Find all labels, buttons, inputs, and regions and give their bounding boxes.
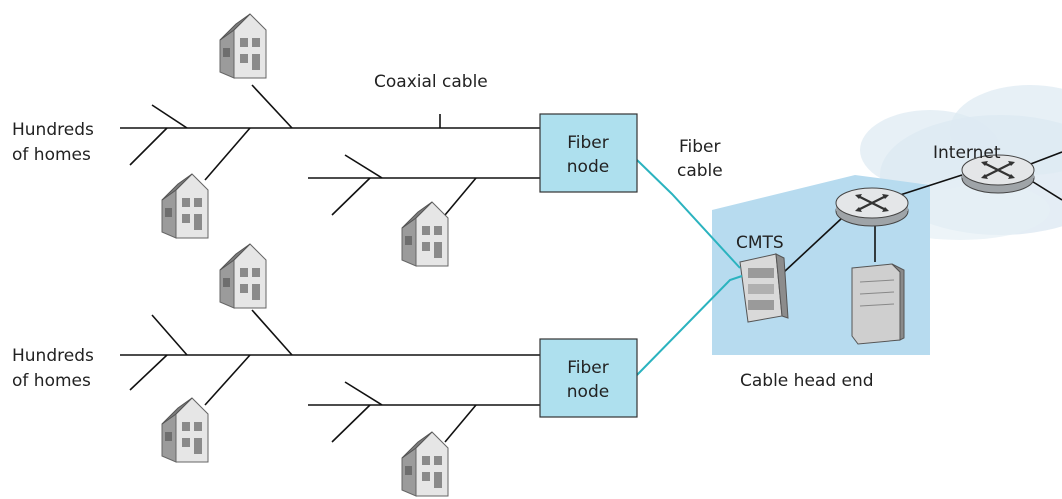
fiber-cable-label-line1: Fiber bbox=[679, 137, 721, 157]
coax-tree-upper bbox=[120, 84, 540, 216]
coax-tree-lower bbox=[120, 309, 540, 443]
internet-label: Internet bbox=[933, 143, 1001, 163]
fiber-cable-label-line2: cable bbox=[677, 161, 723, 181]
home-group-label-line1: Hundreds bbox=[12, 346, 94, 366]
fiber-node-lower: Fiber node bbox=[539, 338, 638, 418]
house-icon bbox=[401, 201, 449, 267]
server-icon bbox=[851, 263, 905, 345]
cmts-label: CMTS bbox=[736, 233, 784, 253]
house-icon bbox=[219, 13, 267, 79]
home-group-label-line1: Hundreds bbox=[12, 120, 94, 140]
house-icon bbox=[161, 397, 209, 463]
cable-head-end-label: Cable head end bbox=[740, 371, 874, 391]
home-group-label-line2: of homes bbox=[12, 371, 91, 391]
house-icon bbox=[219, 243, 267, 309]
fiber-node-upper: Fiber node bbox=[539, 113, 638, 193]
cmts-device-icon bbox=[739, 253, 789, 323]
head-end-router-icon bbox=[834, 186, 910, 228]
fiber-node-label-line1: Fiber bbox=[567, 133, 609, 153]
home-group-label-line2: of homes bbox=[12, 145, 91, 165]
house-icon bbox=[161, 173, 209, 239]
coaxial-cable-label: Coaxial cable bbox=[374, 72, 488, 92]
fiber-node-label-line2: node bbox=[567, 157, 609, 177]
fiber-cable-lower bbox=[636, 275, 743, 376]
house-icon bbox=[401, 431, 449, 497]
fiber-cable-upper bbox=[636, 159, 741, 269]
fiber-node-label-line1: Fiber bbox=[567, 358, 609, 378]
fiber-node-label-line2: node bbox=[567, 382, 609, 402]
